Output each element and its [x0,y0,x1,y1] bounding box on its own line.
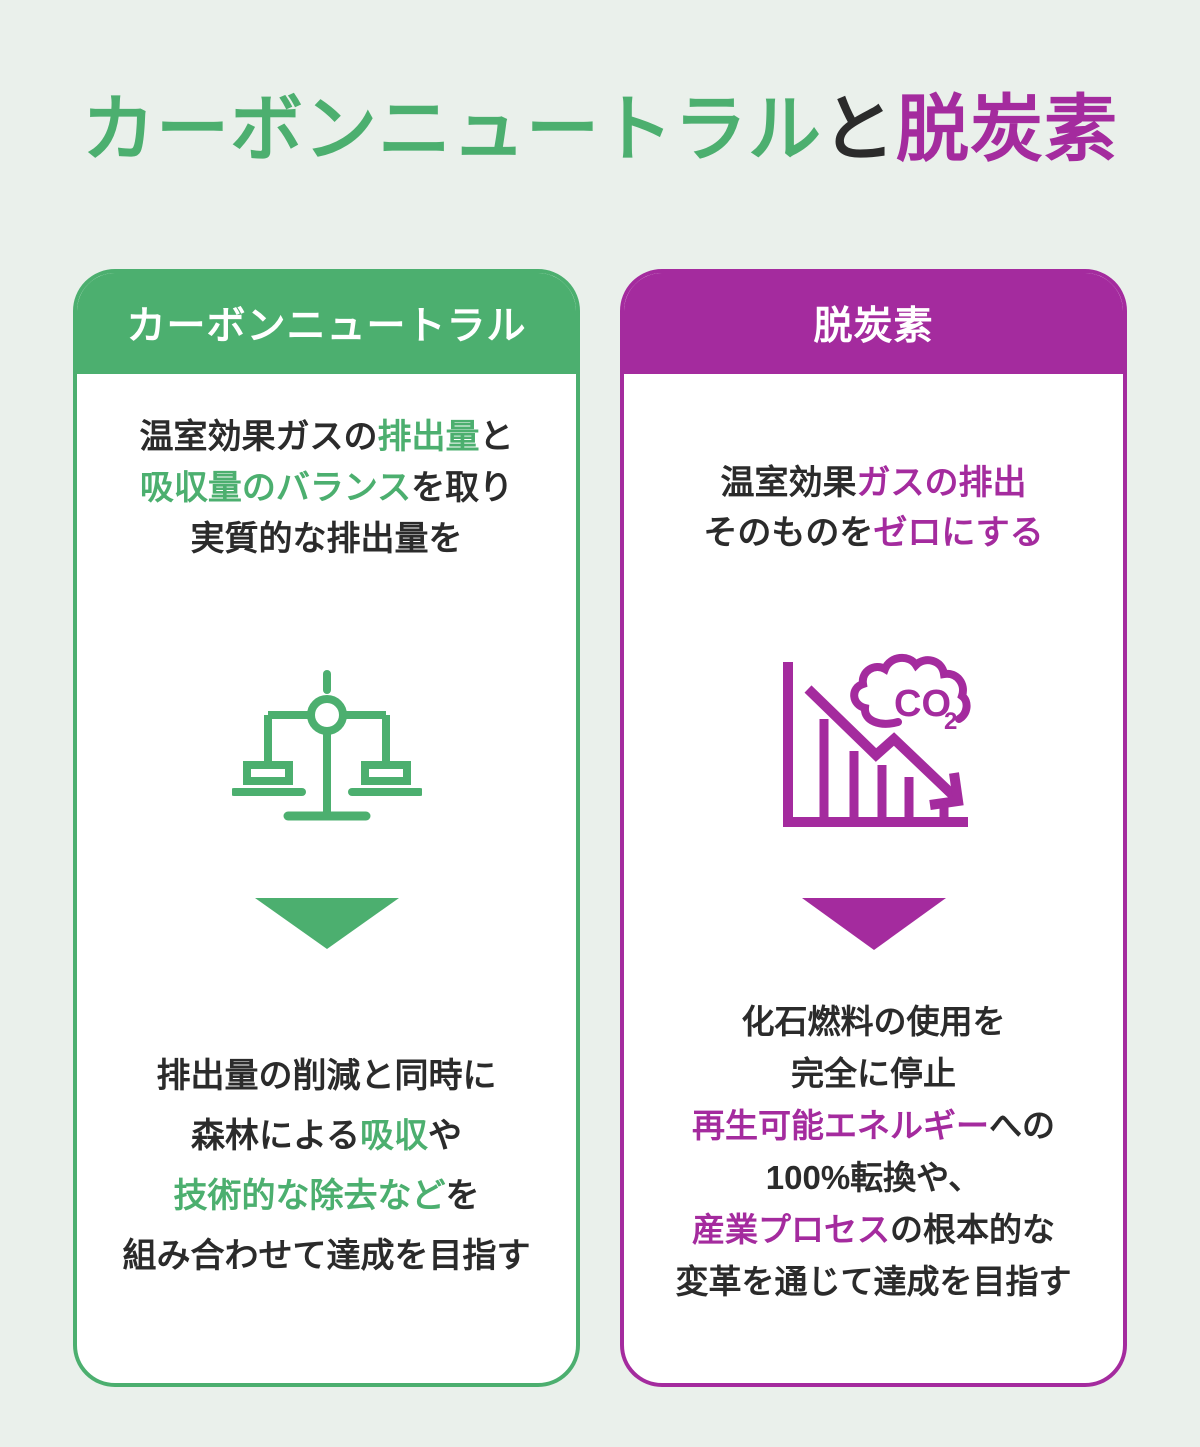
card-body-carbon-neutral: 温室効果ガスの排出量と吸収量のバランスを取り実質的な排出量を [77,374,576,1383]
text-line: そのものをゼロにする [703,508,1043,558]
text-segment: 吸収 [359,1116,428,1155]
text-line: 技術的な除去などを [123,1166,531,1226]
text-line: 変革を通じて達成を目指す [676,1256,1072,1308]
text-segment: 再生可能エネルギー [692,1106,989,1144]
balance-scale-icon [231,669,422,835]
text-segment: 排出量の削減と同時に [156,1056,497,1095]
text-line: 100%転換や、 [676,1152,1072,1204]
text-segment: と [479,417,514,456]
page-title: カーボンニュートラルと脱炭素 [0,0,1200,169]
card-body-decarbonization: 温室効果ガスの排出そのものをゼロにする CO 2 [624,374,1123,1383]
text-segment: 化石燃料の使用を [741,1002,1006,1040]
text-segment: 森林による [191,1116,360,1155]
decarbonization-definition-text: 温室効果ガスの排出そのものをゼロにする [703,458,1043,558]
card-carbon-neutral: カーボンニュートラル 温室効果ガスの排出量と吸収量のバランスを取り実質的な排出量… [73,268,580,1387]
text-segment: 実質的な排出量を [190,519,463,558]
text-line: 温室効果ガスの排出 [703,458,1043,508]
text-segment: 100%転換や、 [765,1158,982,1196]
text-segment: 技術的な除去など [173,1176,446,1215]
text-segment: や [427,1116,462,1155]
text-line: 排出量の削減と同時に [123,1046,531,1106]
text-line: 産業プロセスの根本的な [676,1204,1072,1256]
text-segment: と [822,89,896,170]
text-segment: 産業プロセス [692,1210,890,1248]
text-segment: を取り [411,468,514,507]
text-segment: 完全に停止 [791,1054,956,1092]
co2-label-subscript: 2 [944,708,957,735]
text-segment: 脱炭素 [896,89,1118,170]
text-line: 温室効果ガスの排出量と [140,412,514,463]
text-line: 再生可能エネルギーへの [676,1100,1072,1152]
down-arrow-icon [801,897,946,950]
text-segment: ゼロにする [873,513,1044,552]
text-line: 組み合わせて達成を目指す [123,1226,531,1286]
text-segment: を [445,1176,480,1215]
text-segment: 温室効果ガスの [139,417,378,456]
text-line: 吸収量のバランスを取り [140,463,514,514]
text-segment: への [989,1106,1055,1144]
text-line: 森林による吸収や [123,1106,531,1166]
text-segment: カーボンニュートラル [82,89,822,170]
carbon-neutral-definition-text: 温室効果ガスの排出量と吸収量のバランスを取り実質的な排出量を [140,412,514,565]
text-line: 完全に停止 [676,1048,1072,1100]
co2-decline-chart-icon: CO 2 [768,647,980,842]
text-segment: 温室効果 [720,463,857,502]
text-segment: 吸収量のバランス [139,468,412,507]
carbon-neutral-method-text: 排出量の削減と同時に森林による吸収や技術的な除去などを組み合わせて達成を目指す [123,1046,531,1286]
text-line: 実質的な排出量を [140,514,514,565]
co2-label: CO [894,683,951,725]
card-decarbonization: 脱炭素 温室効果ガスの排出そのものをゼロにする CO [620,268,1127,1387]
down-arrow-icon [254,897,399,949]
text-segment: 排出量 [377,417,480,456]
text-segment: 変革を通じて達成を目指す [675,1262,1072,1300]
text-segment: の根本的な [890,1210,1055,1248]
card-header-decarbonization: 脱炭素 [624,272,1123,374]
text-segment: ガスの排出 [856,463,1027,502]
comparison-cards: カーボンニュートラル 温室効果ガスの排出量と吸収量のバランスを取り実質的な排出量… [0,268,1200,1387]
text-segment: 組み合わせて達成を目指す [122,1236,531,1275]
text-line: 化石燃料の使用を [676,996,1072,1048]
card-header-carbon-neutral: カーボンニュートラル [77,272,576,374]
text-segment: そのものを [703,513,874,552]
